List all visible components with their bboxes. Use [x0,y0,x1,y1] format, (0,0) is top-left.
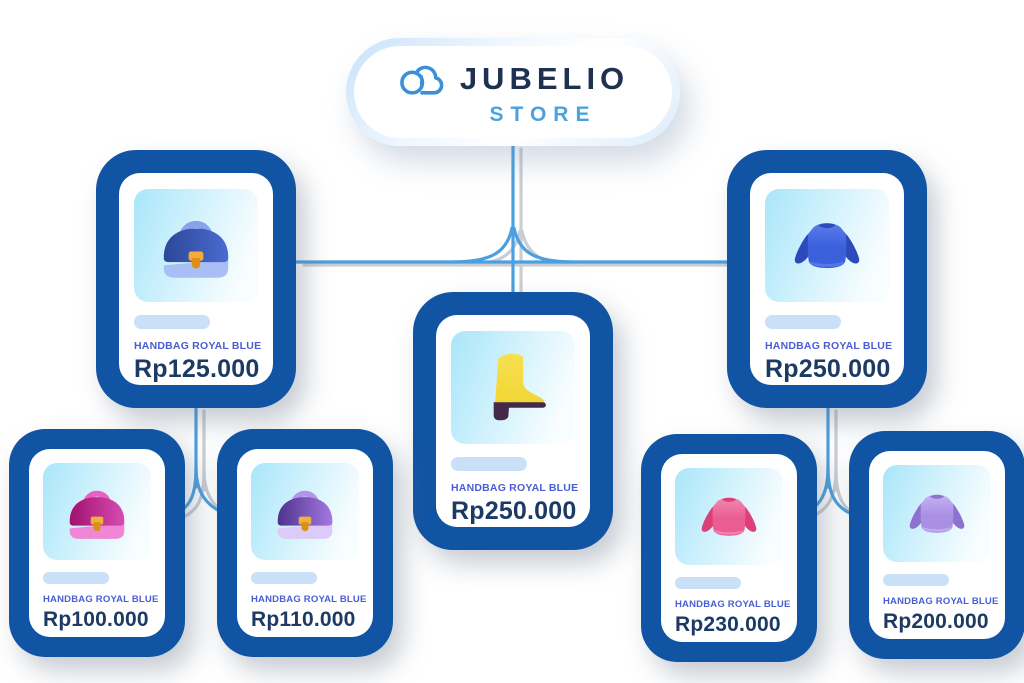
card-body: HANDBAG ROYAL BLUE Rp250.000 [436,315,590,527]
handbag-icon [277,490,333,539]
product-price: Rp230.000 [675,613,781,636]
text-placeholder [675,577,741,589]
product-price: Rp250.000 [451,497,577,525]
product-card-handbag-pink[interactable]: HANDBAG ROYAL BLUE Rp100.000 [9,429,185,657]
product-label: HANDBAG ROYAL BLUE [43,594,159,605]
card-body: HANDBAG ROYAL BLUE Rp125.000 [119,173,273,385]
text-placeholder [43,572,109,584]
product-card-boot[interactable]: HANDBAG ROYAL BLUE Rp250.000 [413,292,613,550]
product-price: Rp110.000 [251,608,356,631]
product-price: Rp200.000 [883,610,989,633]
sweater-icon [701,497,757,536]
product-image [675,468,783,565]
text-placeholder [251,572,317,584]
sweater-icon [909,494,965,533]
product-label: HANDBAG ROYAL BLUE [451,482,579,494]
card-body: HANDBAG ROYAL BLUE Rp230.000 [661,454,797,642]
product-card-handbag-purple[interactable]: HANDBAG ROYAL BLUE Rp110.000 [217,429,393,657]
product-label: HANDBAG ROYAL BLUE [134,340,262,352]
handbag-icon [69,490,125,539]
product-card-sweater-purple[interactable]: HANDBAG ROYAL BLUE Rp200.000 [849,431,1024,659]
edge-left-fillet [450,226,514,264]
store-node-body: JUBELIO STORE [354,46,672,138]
product-price: Rp100.000 [43,608,149,631]
card-body: HANDBAG ROYAL BLUE Rp200.000 [869,451,1005,639]
text-placeholder [765,315,841,329]
cloud-logo-icon [397,60,447,98]
product-label: HANDBAG ROYAL BLUE [251,594,367,605]
card-body: HANDBAG ROYAL BLUE Rp100.000 [29,449,165,637]
product-label: HANDBAG ROYAL BLUE [883,596,999,607]
product-card-sweater-pink[interactable]: HANDBAG ROYAL BLUE Rp230.000 [641,434,817,662]
product-card-handbag-blue[interactable]: HANDBAG ROYAL BLUE Rp125.000 [96,150,296,408]
store-node[interactable]: JUBELIO STORE [346,38,680,146]
product-image [883,465,991,562]
product-price: Rp125.000 [134,355,260,383]
brand-name: JUBELIO [459,61,630,96]
brand-subtitle: STORE [489,102,597,126]
card-body: HANDBAG ROYAL BLUE Rp250.000 [750,173,904,385]
product-label: HANDBAG ROYAL BLUE [675,599,791,610]
sweater-icon [794,222,860,268]
text-placeholder [451,457,527,471]
product-label: HANDBAG ROYAL BLUE [765,340,893,352]
handbag-icon [163,220,229,278]
product-image [134,189,258,302]
product-image [43,463,151,560]
product-image [765,189,889,302]
product-price: Rp250.000 [765,355,891,383]
text-placeholder [883,574,949,586]
product-image [451,331,575,444]
product-image [251,463,359,560]
edge-right-fillet [512,226,576,264]
boot-icon [493,353,546,420]
product-card-sweater-blue[interactable]: HANDBAG ROYAL BLUE Rp250.000 [727,150,927,408]
card-body: HANDBAG ROYAL BLUE Rp110.000 [237,449,373,637]
text-placeholder [134,315,210,329]
